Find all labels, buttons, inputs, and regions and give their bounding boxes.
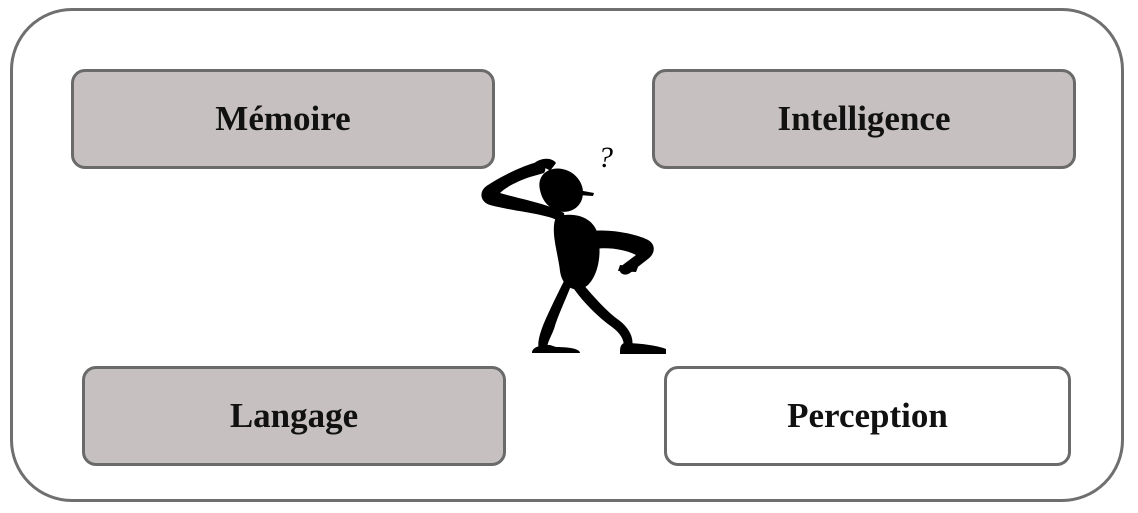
thinking-stick-figure-icon: ?	[481, 141, 666, 354]
intelligence-box: Intelligence	[652, 69, 1076, 169]
intelligence-label: Intelligence	[777, 99, 951, 138]
perception-label: Perception	[787, 396, 948, 435]
memoire-box: Mémoire	[71, 69, 495, 169]
langage-label: Langage	[229, 396, 359, 435]
perception-box: Perception	[664, 366, 1071, 466]
question-mark-icon: ?	[598, 141, 613, 174]
langage-box: Langage	[82, 366, 506, 466]
memoire-label: Mémoire	[215, 99, 351, 138]
